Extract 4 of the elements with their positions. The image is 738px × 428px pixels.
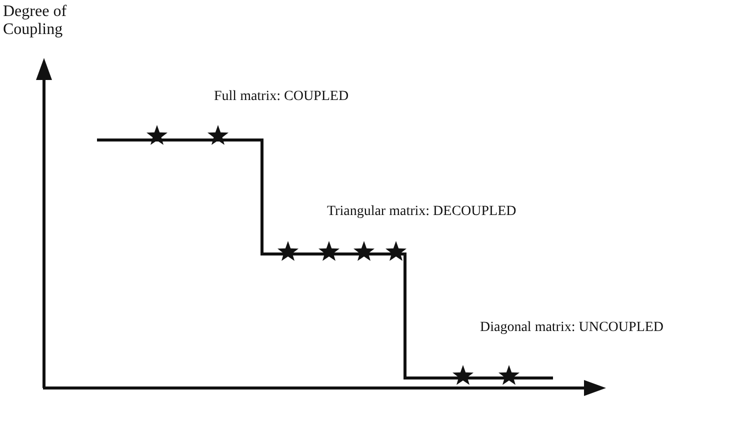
step-label: Diagonal matrix: UNCOUPLED: [480, 320, 664, 336]
axis-title: Degree of Coupling: [3, 3, 68, 40]
step-label: Triangular matrix: DECOUPLED: [327, 204, 516, 220]
step-label: Full matrix: COUPLED: [214, 89, 349, 106]
